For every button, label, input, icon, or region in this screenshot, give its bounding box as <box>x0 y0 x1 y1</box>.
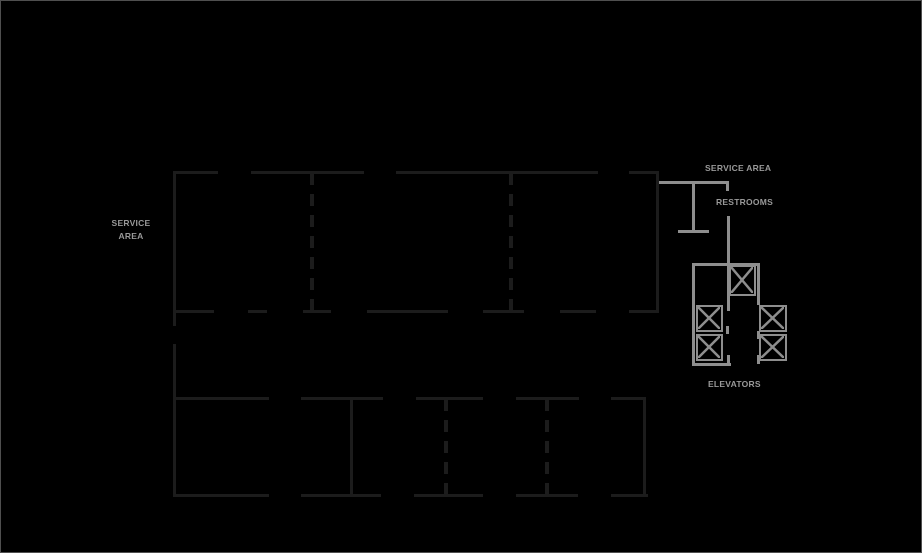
label-restrooms: RESTROOMS <box>716 197 774 207</box>
service-wall-line <box>692 263 695 366</box>
wall-line <box>560 310 596 313</box>
partition-dashed-line <box>509 173 513 310</box>
wall-line <box>611 494 648 497</box>
elevator-x-icon <box>761 336 784 358</box>
wall-line <box>173 171 218 174</box>
elevator-box <box>696 334 723 361</box>
wall-line <box>301 397 383 400</box>
wall-line <box>173 494 269 497</box>
wall-line <box>248 310 267 313</box>
wall-line <box>303 310 331 313</box>
service-wall-line <box>692 363 731 366</box>
wall-line <box>629 171 659 174</box>
label-service-area-left: SERVICE AREA <box>97 217 165 243</box>
service-wall-line <box>726 181 729 191</box>
service-wall-line <box>726 326 729 334</box>
elevator-box <box>696 305 723 332</box>
partition-dashed-line <box>310 173 314 310</box>
wall-line <box>656 171 659 313</box>
wall-line <box>396 171 598 174</box>
wall-line <box>516 494 578 497</box>
wall-line <box>367 310 448 313</box>
elevator-box <box>759 305 787 332</box>
wall-line <box>173 171 176 326</box>
wall-line <box>173 397 269 400</box>
wall-line <box>483 310 524 313</box>
label-elevators: ELEVATORS <box>708 379 761 389</box>
wall-line <box>611 397 646 400</box>
elevator-x-icon <box>761 307 784 329</box>
elevator-box <box>729 265 756 296</box>
service-wall-line <box>678 230 709 233</box>
partition-dashed-line <box>444 399 448 494</box>
wall-line <box>629 310 659 313</box>
wall-line <box>643 397 646 497</box>
wall-line <box>414 494 483 497</box>
elevator-x-icon <box>698 336 720 358</box>
service-wall-line <box>727 355 730 366</box>
service-wall-line <box>757 331 760 339</box>
wall-line <box>301 494 381 497</box>
label-service-area-left-line2: AREA <box>118 231 144 241</box>
label-service-area-right: SERVICE AREA <box>705 163 772 173</box>
wall-line <box>251 171 364 174</box>
partition-dashed-line <box>545 399 549 494</box>
wall-line <box>173 310 214 313</box>
elevator-x-icon <box>698 307 720 329</box>
label-service-area-left-line1: SERVICE <box>111 218 151 228</box>
elevator-box <box>759 334 787 361</box>
wall-line <box>516 397 579 400</box>
wall-line <box>350 397 353 497</box>
service-wall-line <box>692 182 695 233</box>
wall-line <box>173 344 176 497</box>
service-wall-line <box>757 355 760 364</box>
wall-line <box>416 397 483 400</box>
service-wall-line <box>757 263 760 305</box>
elevator-x-icon <box>731 267 753 293</box>
service-wall-line <box>692 263 760 266</box>
